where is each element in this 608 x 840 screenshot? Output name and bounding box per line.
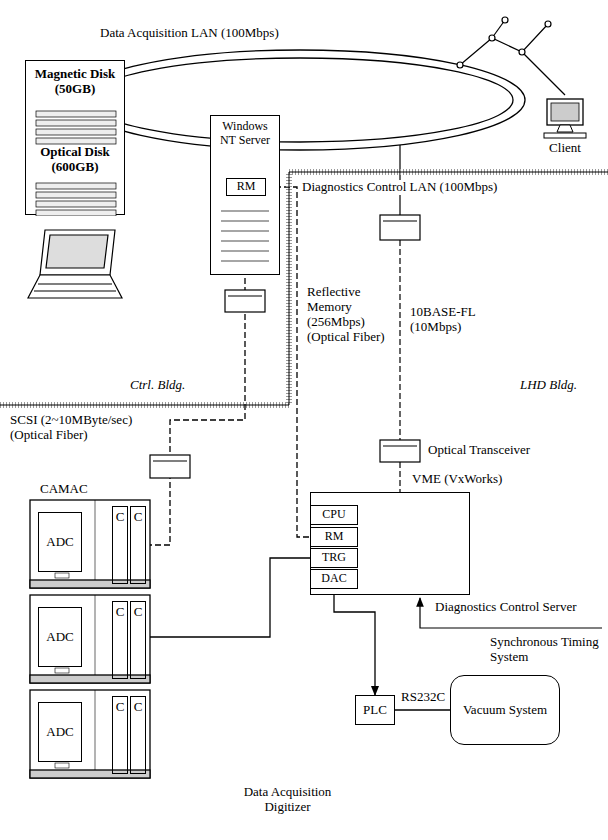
node-title: RM — [237, 180, 256, 194]
text-label: Diagnostics Control LAN (100Mbps) — [300, 180, 499, 195]
plc-box: PLC — [355, 695, 395, 725]
node-title: C — [131, 507, 145, 525]
text-label: Optical Transceiver — [428, 443, 530, 458]
node-title: C — [131, 697, 145, 715]
text-label: LHD Bldg. — [520, 378, 577, 393]
vme-board: TRG — [310, 548, 358, 568]
text-label: 10BASE-FL (10Mbps) — [410, 305, 500, 335]
building-border — [0, 172, 608, 405]
adc-module: ADC — [38, 512, 82, 572]
controller-slot: C — [130, 601, 146, 679]
edge-label: RS232C — [399, 690, 447, 705]
vme-board: RM — [310, 527, 358, 547]
node-title: CPU — [322, 508, 345, 522]
node-text: Diagnostics Control Server — [435, 600, 577, 615]
node-title: DAC — [321, 572, 346, 586]
node-title: C — [131, 602, 145, 620]
camac-crates — [30, 500, 150, 778]
client-computer: Client — [530, 95, 600, 160]
node-title: Windows NT Server — [211, 116, 279, 148]
nt-server: Windows NT ServerRM — [210, 115, 280, 275]
vme-board: DAC — [310, 569, 358, 589]
controller-slot: C — [112, 696, 128, 774]
rm-board: RM — [226, 178, 266, 196]
node-title: C — [113, 507, 127, 525]
node-title: Vacuum System — [463, 703, 547, 718]
node-title: ADC — [46, 725, 73, 740]
node-title: Client — [530, 141, 600, 156]
client-network — [457, 17, 565, 95]
monitor-icon — [530, 95, 600, 140]
text-label: Data Acquisition LAN (100Mbps) — [100, 26, 279, 41]
edge-label: Reflective Memory (256Mbps) (Optical Fib… — [305, 285, 394, 345]
vme-board: CPU — [310, 505, 358, 525]
text-label: Data Acquisition Digitizer — [225, 785, 350, 815]
controller-slot: C — [112, 506, 128, 584]
node-title: Magnetic Disk (50GB) — [30, 67, 120, 97]
text-label: CAMAC — [40, 482, 88, 497]
node-title: ADC — [46, 535, 73, 550]
node-text: Optical Disk (600GB) — [30, 145, 120, 175]
node-title: ADC — [46, 630, 73, 645]
text-label: Synchronous Timing System — [490, 635, 600, 665]
node-title: TRG — [322, 551, 346, 565]
timing-line — [420, 598, 602, 628]
edge-label: SCSI (2~10MByte/sec) (Optical Fiber) — [8, 413, 147, 443]
adc-module: ADC — [38, 607, 82, 667]
node-title: VME (VxWorks) — [410, 472, 504, 487]
controller-slot: C — [130, 506, 146, 584]
controller-slot: C — [130, 696, 146, 774]
connector — [146, 275, 245, 545]
node-title: C — [113, 602, 127, 620]
node-title: C — [113, 697, 127, 715]
vme-server: VME (VxWorks) Diagnostics Control Server C… — [310, 470, 605, 620]
disk-rack: Magnetic Disk (50GB) Optical Disk (600GB) — [25, 60, 125, 215]
controller-slot: C — [112, 601, 128, 679]
adc-module: ADC — [38, 702, 82, 762]
node-title: RM — [325, 530, 344, 544]
connector — [395, 709, 450, 710]
vacuum-system: Vacuum System — [450, 675, 560, 745]
text-label: Ctrl. Bldg. — [130, 378, 185, 393]
laptop — [28, 230, 122, 298]
optical-transceivers — [150, 215, 420, 478]
node-title: PLC — [363, 703, 387, 718]
connector — [334, 589, 375, 695]
lan-ring — [75, 50, 525, 150]
